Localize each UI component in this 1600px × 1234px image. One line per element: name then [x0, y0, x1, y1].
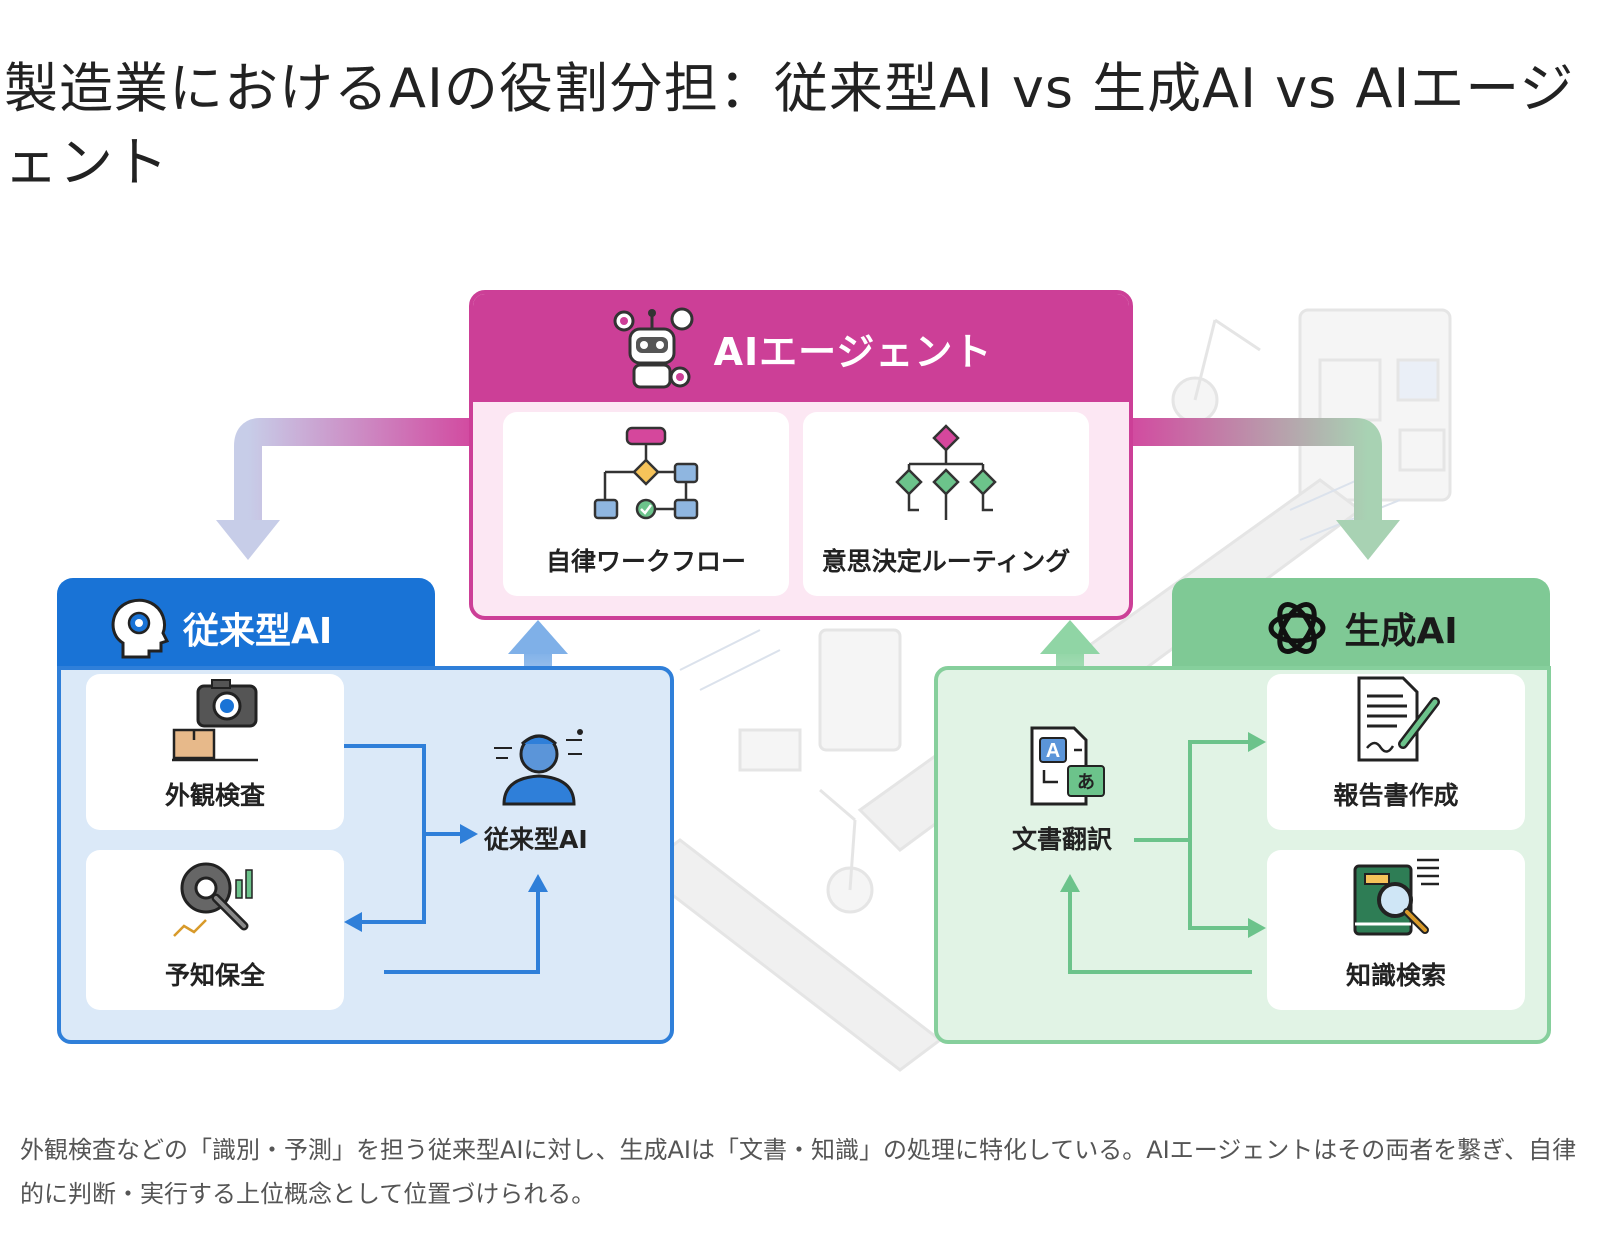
gen-card-report: 報告書作成: [1267, 674, 1525, 830]
document-pen-icon: [1357, 676, 1440, 762]
workflow-icon: [593, 426, 699, 520]
svg-text:あ: あ: [1077, 772, 1095, 793]
trad-card-inspection-label: 外観検査: [164, 781, 265, 810]
worker-ai-icon: [494, 729, 583, 806]
head-gear-icon: [111, 598, 169, 659]
openai-knot-icon: [1268, 602, 1326, 654]
traditional-center-label: 従来型AI: [484, 825, 588, 854]
translate-icon: A あ: [1030, 726, 1105, 806]
traditional-ai-tab: 従来型AI: [57, 578, 435, 678]
ai-agent-title: AIエージェント: [713, 329, 993, 374]
trad-card-inspection: 外観検査: [86, 674, 344, 830]
agent-card-workflow-label: 自律ワークフロー: [545, 547, 746, 576]
trad-card-maintenance: 予知保全: [86, 850, 344, 1010]
camera-box-icon: [172, 679, 258, 762]
svg-text:A: A: [1046, 740, 1060, 762]
ai-agent-header: AIエージェント: [473, 294, 1129, 402]
page-title: 製造業におけるAIの役割分担：従来型AI vs 生成AI vs AIエージェント: [4, 57, 1575, 194]
gear-wrench-chart-icon: [173, 862, 253, 937]
agent-card-routing-label: 意思決定ルーティング: [821, 547, 1071, 576]
trad-card-maintenance-label: 予知保全: [164, 961, 265, 990]
agent-to-generative-arrow: [1130, 418, 1382, 522]
robot-gear-icon: [613, 307, 694, 389]
caption: 外観検査などの「識別・予測」を担う従来型AIに対し、生成AIは「文書・知識」の処…: [20, 1136, 1577, 1208]
traditional-ai-title: 従来型AI: [183, 611, 333, 652]
gen-card-knowledge: 知識検索: [1267, 850, 1525, 1010]
generative-center-label: 文書翻訳: [1012, 825, 1113, 854]
agent-to-traditional-arrow: [234, 418, 472, 522]
generative-ai-tab: 生成AI: [1172, 578, 1550, 678]
gen-card-report-label: 報告書作成: [1333, 781, 1459, 810]
generative-ai-title: 生成AI: [1344, 611, 1458, 652]
agent-card-routing: 意思決定ルーティング: [803, 412, 1089, 596]
ai-agent-box: AIエージェント 自律ワークフロー: [469, 290, 1133, 620]
role-diagram: AIエージェント 自律ワークフロー: [0, 250, 1600, 1080]
book-magnifier-icon: [1353, 858, 1439, 936]
gen-card-knowledge-label: 知識検索: [1345, 961, 1446, 990]
agent-card-workflow: 自律ワークフロー: [503, 412, 789, 596]
decision-tree-icon: [895, 424, 997, 520]
